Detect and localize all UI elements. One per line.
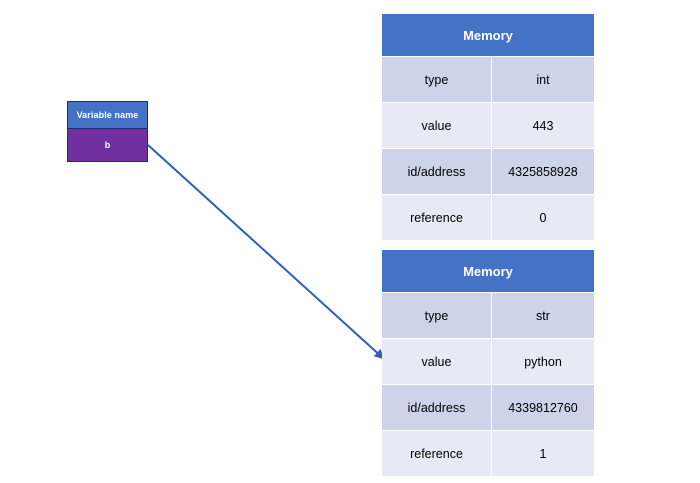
row-value: 4325858928 [492,149,594,194]
row-key: type [382,293,491,338]
table-row: reference 1 [382,431,594,476]
row-key: id/address [382,385,491,430]
table-row: type int [382,57,594,102]
arrow-line [147,144,385,360]
variable-name-header: Variable name [68,102,147,129]
variable-box: Variable name b [67,101,148,162]
table-row: value python [382,339,594,384]
row-key: value [382,339,491,384]
table-row: id/address 4339812760 [382,385,594,430]
table-row: type str [382,293,594,338]
row-key: id/address [382,149,491,194]
row-key: value [382,103,491,148]
variable-value-cell: b [68,129,147,161]
row-value: str [492,293,594,338]
row-value: 1 [492,431,594,476]
table-row: id/address 4325858928 [382,149,594,194]
row-value: 0 [492,195,594,240]
memory-table-int: Memory type int value 443 id/address 432… [382,14,594,240]
row-key: reference [382,431,491,476]
table-row: value 443 [382,103,594,148]
row-value: python [492,339,594,384]
table-row: reference 0 [382,195,594,240]
row-key: reference [382,195,491,240]
row-value: 4339812760 [492,385,594,430]
memory-table-title: Memory [382,14,594,56]
memory-table-str: Memory type str value python id/address … [382,250,594,476]
memory-table-title: Memory [382,250,594,292]
row-value: 443 [492,103,594,148]
row-value: int [492,57,594,102]
row-key: type [382,57,491,102]
